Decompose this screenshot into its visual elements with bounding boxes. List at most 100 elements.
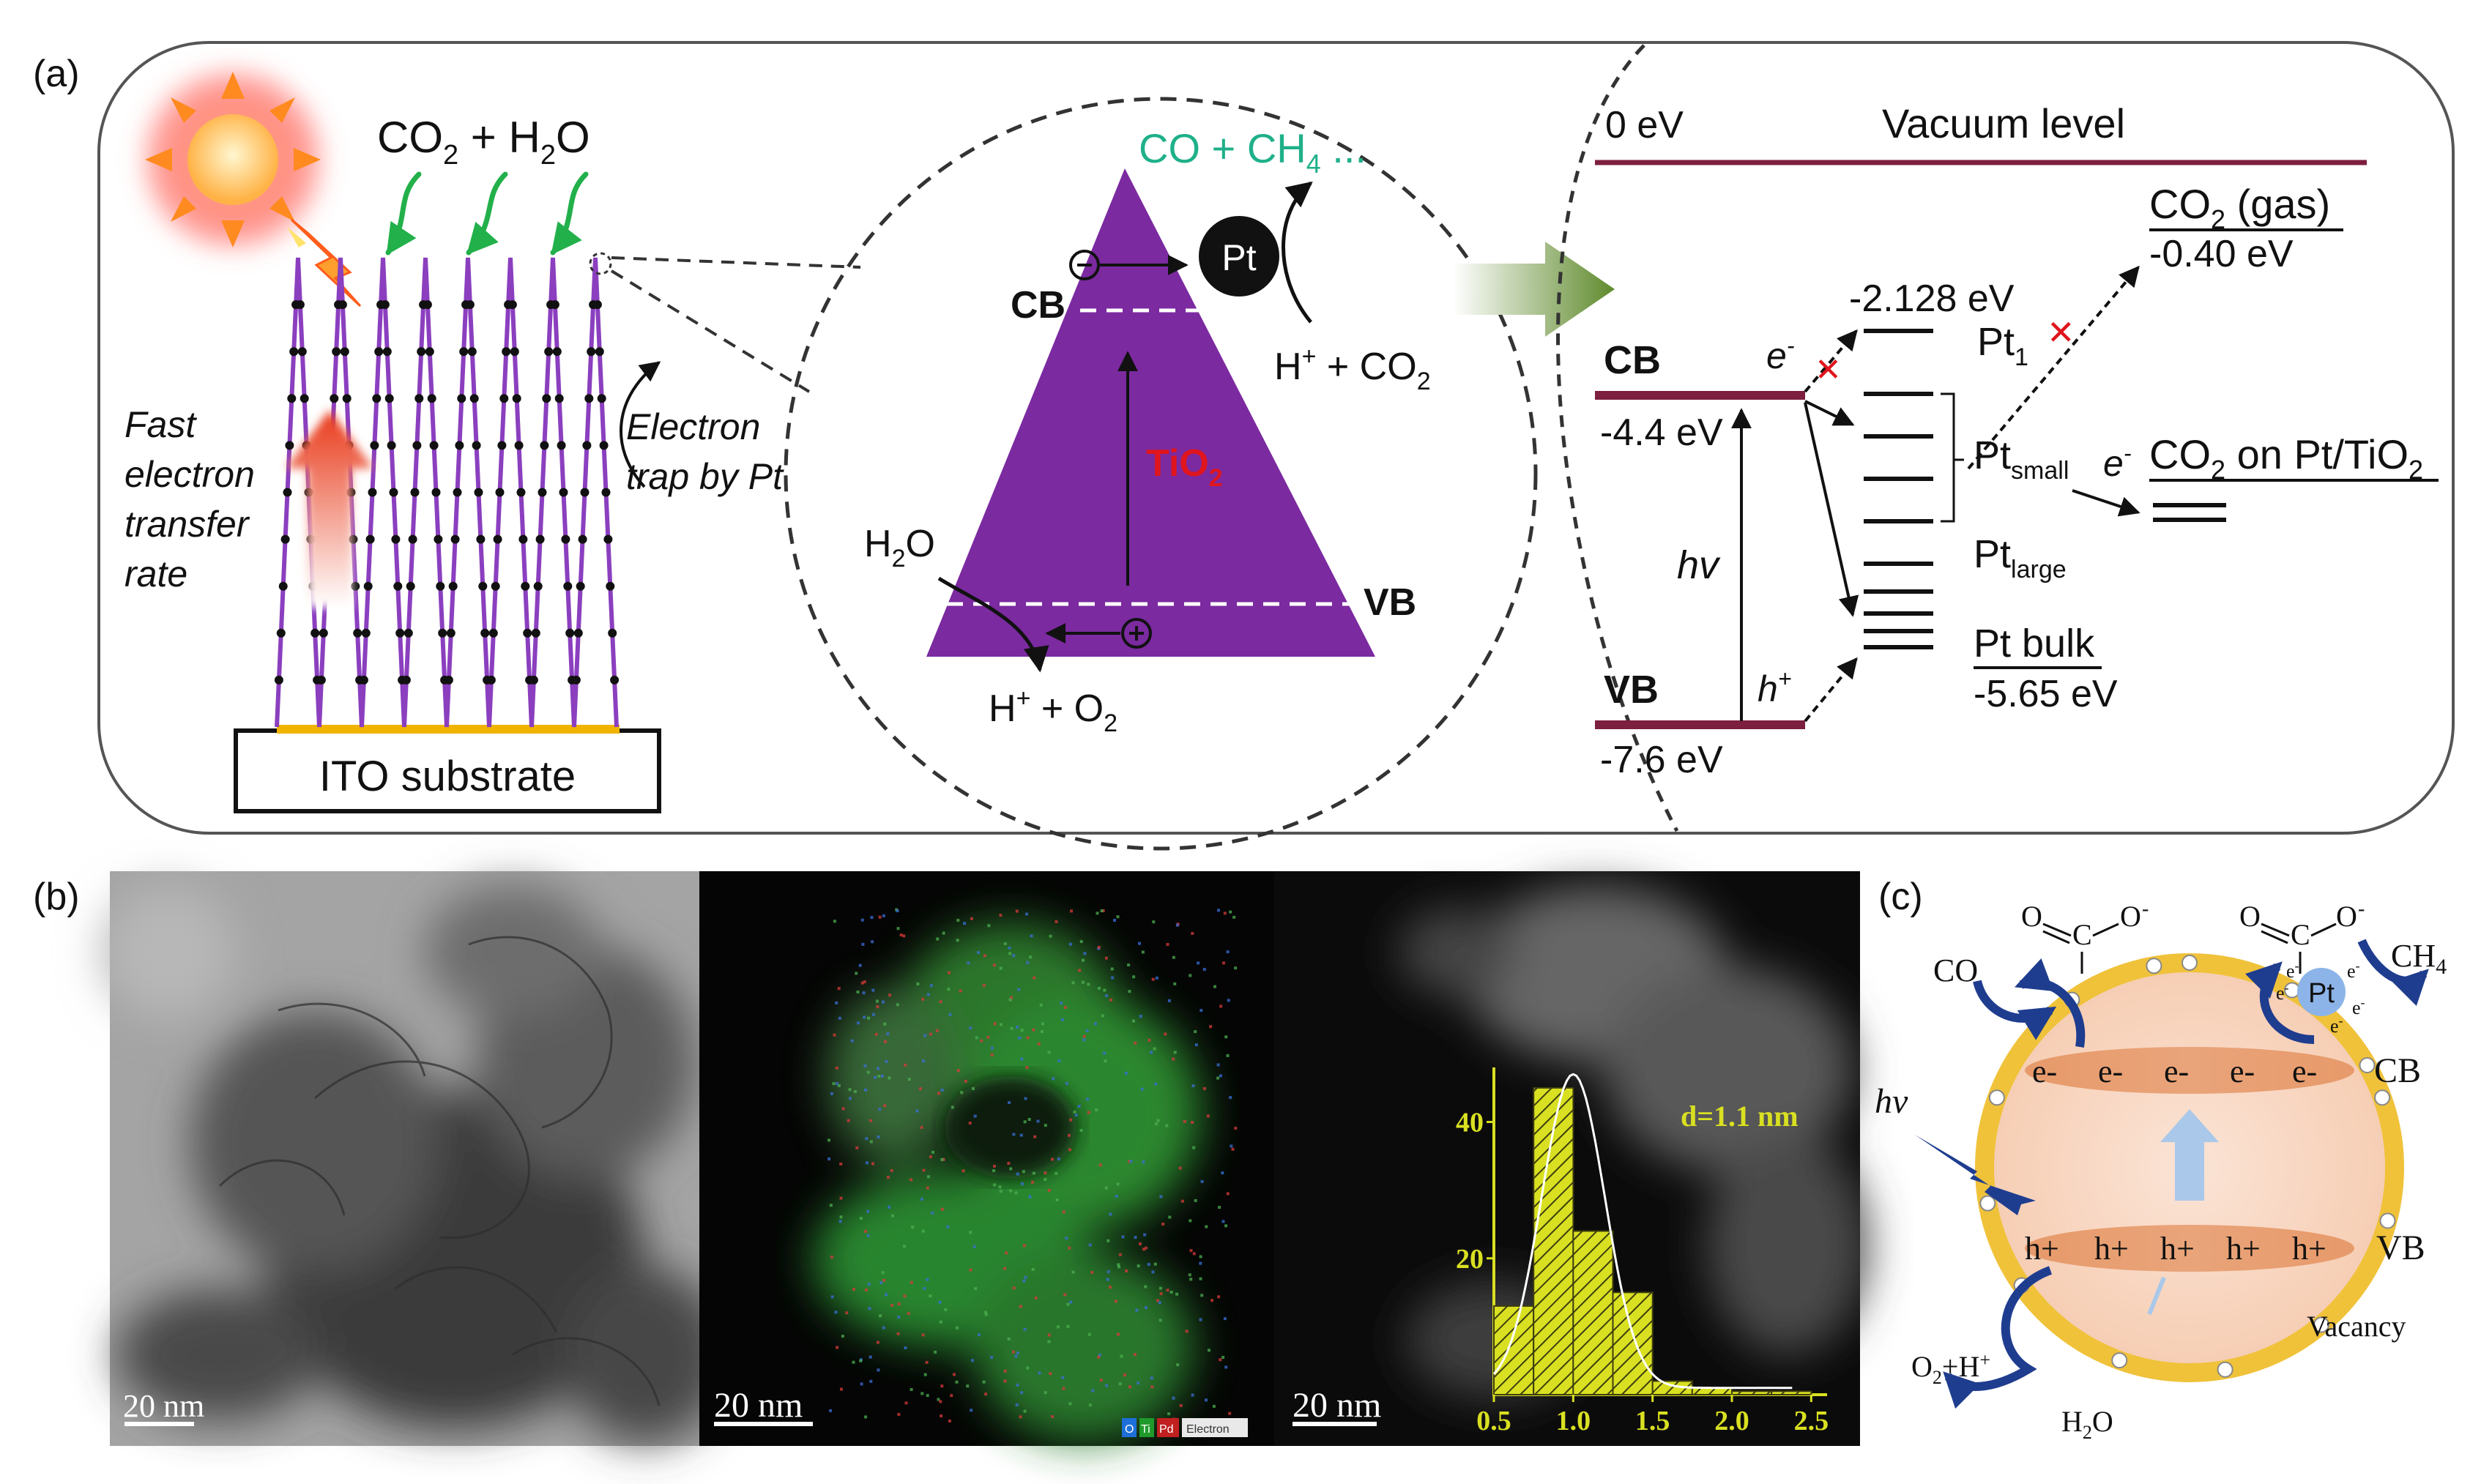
water-oxidation-arrow [1943,1266,2053,1409]
svg-text:Fast: Fast [124,404,197,445]
reactants-label: CO2 + H2O [377,113,590,171]
e-minus-label-2: e- [2103,440,2131,484]
ito-substrate-label: ITO substrate [319,753,576,800]
panel-a-frame [97,41,2455,835]
histogram-bar [1612,1291,1654,1396]
pt-particles [274,300,620,685]
x-tick-label: 2.0 [1714,1406,1749,1436]
hole-icon [1121,618,1152,649]
cb-label-c: CB [2374,1051,2421,1090]
histogram-bar [1572,1230,1614,1395]
excitation-arrow [2160,1109,2219,1201]
svg-text:C: C [2072,918,2092,951]
panel-a: (a) [33,41,2455,851]
svg-text:e-: e- [2032,1054,2057,1089]
carboxyl-right: O C O - [2239,898,2365,974]
svg-text:h+: h+ [2094,1231,2129,1267]
panel-c: (c) e- e- e- e- e- h+ h+ h+ h+ h+ CB VB … [1875,876,2447,1443]
x-tick-label: 0.5 [1476,1406,1511,1436]
svg-text:O: O [2336,900,2357,933]
svg-text:O: O [2120,900,2141,933]
scale-bar-1: 20 nm [123,1388,204,1424]
co2-gas-label: CO2 (gas) [2149,181,2330,234]
pt-bulk-ev: -5.65 eV [1974,673,2118,715]
x-tick-label: 1.0 [1556,1406,1591,1436]
blocked-x-2: ✕ [2047,313,2075,351]
holes-row: h+ h+ h+ h+ h+ [2025,1231,2327,1267]
pt-bulk-label: Pt bulk [1974,622,2095,665]
x-tick-label: 1.5 [1635,1406,1670,1436]
svg-text:e-: e- [2098,1054,2123,1089]
hv-label-right: hv [1677,543,1721,587]
svg-text:rate: rate [124,553,187,594]
hv-label-c: hv [1875,1082,1908,1121]
svg-text:e-: e- [2352,995,2365,1018]
o2h-label-c: O2+H+ [1911,1349,1990,1388]
energy-level-diagram: 0 eV Vacuum level CO2 (gas) -0.40 eV -2.… [1595,100,2439,781]
co-label-c: CO [1933,952,1978,988]
svg-text:C: C [2291,918,2310,951]
vb-ev-label: -7.6 eV [1600,739,1723,781]
carboxyl-left: O C O - [2021,898,2149,974]
vb-label-mid: VB [1364,581,1416,624]
sun-icon [134,61,332,258]
svg-text:h+: h+ [2025,1231,2059,1267]
pt-particle-icon [1199,216,1279,297]
svg-text:O: O [2239,900,2261,933]
light-bolt-icon [1915,1135,2036,1215]
pt-small-label: Ptsmall [1974,433,2069,485]
svg-text:transfer: transfer [124,504,250,545]
nanowire-array-diagram: CO2 + H2O ITO substrate Fast electron tr… [124,61,861,813]
pt-level-lines [1864,329,1933,649]
svg-text:Pd: Pd [1159,1423,1174,1436]
co-arrow [2015,958,2086,1048]
tem-image: 20 nm [103,871,725,1446]
zoom-to-energy-arrow [1454,242,1615,337]
ito-substrate [234,728,661,813]
electron-icon [1069,250,1100,280]
panel-b: (b) 20 nm [33,871,1867,1446]
y-tick-label: 40 [1456,1108,1484,1138]
co2-on-pt-label: CO2 on Pt/TiO2 [2149,431,2423,485]
svg-text:-: - [2358,898,2365,920]
svg-text:O: O [2021,900,2042,933]
h2o-label-mid: H2O [864,523,935,573]
svg-text:O: O [1125,1423,1134,1436]
vb-band [2025,1225,2354,1272]
histogram-bar [1493,1305,1535,1396]
y-tick-label: 20 [1456,1244,1484,1275]
cb-ev-label: -4.4 eV [1600,411,1723,454]
vacancy-label: Vacancy [2307,1310,2406,1343]
particle-size-label: d=1.1 nm [1681,1100,1799,1133]
co2-gas-ev: -0.40 eV [2149,233,2294,275]
ch4-arrow [2357,939,2429,1007]
pt-arrow [2244,961,2315,1044]
svg-text:h+: h+ [2226,1231,2261,1267]
svg-text:-: - [2142,898,2149,920]
tio2-triangle [926,168,1375,657]
svg-text:e-: e- [2292,1054,2317,1089]
products-label: CO + CH4 ... [1139,125,1366,179]
histogram-bar [1731,1390,1773,1396]
zoom-circle [784,97,1538,851]
vb-label-right: VB [1604,668,1659,712]
vacuum-level-label: Vacuum level [1882,100,2125,146]
svg-text:e-: e- [2286,958,2299,982]
svg-text:e-: e- [2164,1054,2189,1089]
pt1-ev-label: -2.128 eV [1849,277,2015,320]
svg-text:h+: h+ [2160,1231,2195,1267]
nanowire-zigzag [275,257,619,728]
histogram-bar [1533,1086,1574,1396]
svg-text:e-: e- [2347,958,2360,982]
scale-bar-2: 20 nm [714,1386,803,1425]
fast-transfer-label: Fast electron transfer rate [124,404,255,594]
svg-text:h+: h+ [2292,1231,2327,1267]
pt-particle-c [2297,968,2346,1016]
h-co2-label: H+ + CO2 [1274,343,1431,395]
e-minus-label: e- [1766,332,1794,376]
h2o-label-c: H2O [2061,1405,2113,1443]
vacancy-sites [1979,955,2396,1378]
pt-label-mid: Pt [1221,237,1256,278]
